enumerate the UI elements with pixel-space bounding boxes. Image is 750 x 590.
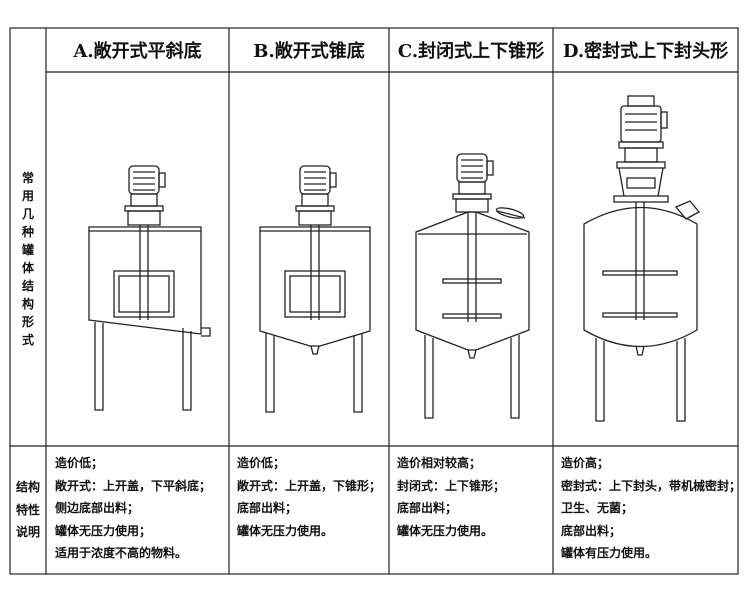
feature-line: 罐体有压力使用。 bbox=[561, 546, 658, 560]
features-col-b: 造价低； 敞开式：上开盖，下锥形； 底部出料； 罐体无压力使用。 bbox=[237, 452, 387, 574]
tank-d-sealed-dished-head bbox=[583, 95, 701, 422]
features-col-d: 造价高； 密封式：上下封头，带机械密封； 卫生、无菌； 底部出料； 罐体有压力使… bbox=[561, 452, 736, 574]
tank-c-closed-cone bbox=[415, 153, 530, 419]
header-col-c: C.封闭式上下锥形 bbox=[397, 41, 545, 62]
feature-line: 造价相对较高； bbox=[397, 456, 482, 470]
feature-line: 造价低； bbox=[237, 456, 286, 470]
feature-line: 造价高； bbox=[561, 456, 610, 470]
feature-line: 适用于浓度不高的物料。 bbox=[55, 546, 188, 560]
tank-b-conical-bottom bbox=[259, 165, 371, 413]
header-col-d: D.密封式上下封头形 bbox=[562, 41, 729, 62]
feature-line: 底部出料； bbox=[237, 501, 298, 515]
feature-line: 罐体无压力使用。 bbox=[237, 523, 334, 538]
row-label-char: 形 bbox=[21, 315, 34, 329]
feature-line: 罐体无压力使用。 bbox=[397, 523, 494, 538]
row-label-char: 式 bbox=[21, 333, 34, 347]
row-label-char: 结 bbox=[21, 279, 34, 293]
feature-line: 密封式：上下封头，带机械密封； bbox=[561, 478, 736, 493]
feature-line: 罐体无压力使用； bbox=[55, 523, 152, 538]
header-col-a: A.敞开式平斜底 bbox=[73, 41, 202, 62]
tank-a-flat-sloped-bottom bbox=[88, 165, 211, 411]
feature-line: 底部出料； bbox=[397, 501, 458, 515]
row-label-char: 用 bbox=[21, 189, 34, 203]
row-label-line: 特性 bbox=[15, 502, 40, 517]
row-label-line: 结构 bbox=[15, 479, 40, 494]
feature-line: 造价低； bbox=[55, 456, 104, 470]
row-label-char: 罐 bbox=[21, 243, 34, 257]
feature-line: 底部出料； bbox=[561, 523, 622, 538]
row-label-char: 常 bbox=[21, 171, 34, 185]
feature-line: 敞开式：上开盖，下锥形； bbox=[237, 478, 382, 493]
feature-line: 卫生、无菌； bbox=[561, 501, 634, 515]
row-label-line: 说明 bbox=[15, 525, 40, 540]
row-label-char: 几 bbox=[21, 207, 34, 221]
features-col-c: 造价相对较高； 封闭式：上下锥形； 底部出料； 罐体无压力使用。 bbox=[397, 452, 551, 574]
row-label-char: 种 bbox=[21, 225, 34, 239]
features-col-a: 造价低； 敞开式：上开盖，下平斜底； 侧边底部出料； 罐体无压力使用； 适用于浓… bbox=[55, 452, 227, 574]
feature-line: 封闭式：上下锥形； bbox=[397, 478, 506, 493]
feature-line: 敞开式：上开盖，下平斜底； bbox=[55, 478, 212, 493]
row-label-char: 体 bbox=[21, 261, 34, 275]
header-col-b: B.敞开式锥底 bbox=[253, 41, 365, 62]
row-label-structures: 常 用 几 种 罐 体 结 构 形 式 bbox=[10, 72, 46, 446]
row-label-char: 构 bbox=[21, 297, 34, 311]
row-label-features: 结构 特性 说明 bbox=[10, 446, 46, 574]
feature-line: 侧边底部出料； bbox=[55, 501, 140, 515]
